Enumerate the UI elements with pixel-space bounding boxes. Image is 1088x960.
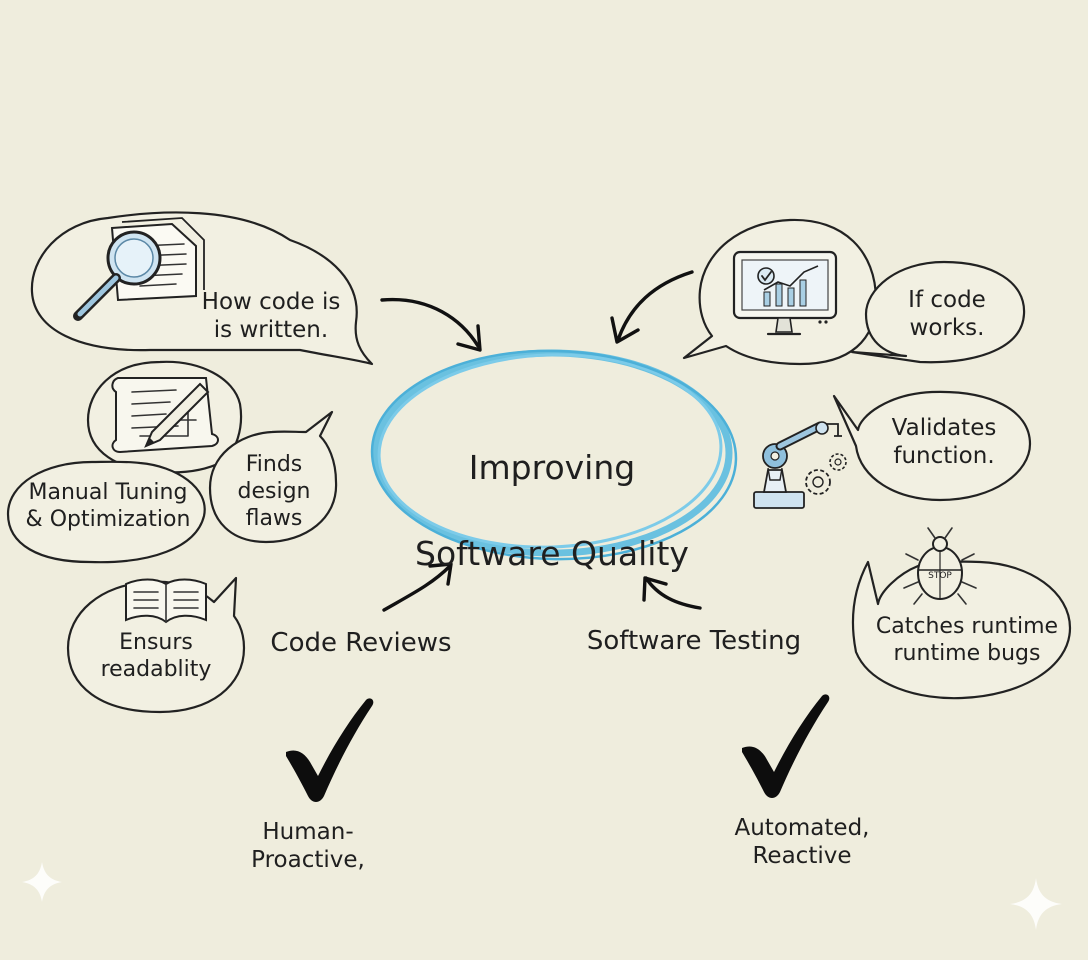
finds-flaws-text: Finds design flaws: [237, 452, 311, 531]
magnifier-document-icon: [73, 217, 205, 321]
manual-tuning-text: Manual Tuning & Optimization: [25, 480, 191, 532]
if-works-bubble: [850, 260, 1026, 364]
manual-tuning-bubble: [6, 460, 206, 564]
arrow-if-works: [610, 270, 694, 344]
software-testing-label: Software Testing: [586, 626, 802, 656]
finds-flaws-bubble: [208, 410, 338, 544]
code-reviews-label: Code Reviews: [270, 628, 452, 658]
how-written-text: How code is is written.: [201, 289, 341, 344]
checkmark-icon: [286, 698, 374, 802]
bug-icon: STOP: [903, 527, 977, 605]
center-title: Improving Software Quality: [380, 404, 724, 618]
human-proactive-text: Human- Proactive,: [251, 819, 365, 874]
if-works-text: If code works.: [908, 287, 986, 342]
sparkle-icon: [22, 862, 1062, 930]
open-book-icon: [125, 578, 207, 624]
blueprint-pencil-icon: [111, 377, 219, 454]
arrow-how-written: [380, 297, 482, 352]
automated-reactive-text: Automated, Reactive: [734, 815, 870, 870]
bug-stop-tag: STOP: [928, 571, 952, 581]
center-title-line1: Improving: [468, 447, 636, 487]
center-ellipse: [370, 349, 738, 561]
monitor-chart-icon: [732, 250, 838, 336]
arrow-code-reviews: [382, 562, 453, 612]
bugs-bubble: [851, 560, 1072, 700]
checkmark-icon: [742, 694, 830, 798]
arrow-software-testing: [642, 576, 702, 610]
validates-bubble: [832, 390, 1032, 502]
readability-text: Ensurs readablity: [100, 630, 212, 682]
validates-text: Validates function.: [891, 415, 997, 470]
robot-arm-gears-icon: [753, 421, 847, 509]
catches-bugs-text: Catches runtime runtime bugs: [875, 614, 1059, 666]
center-title-line2: Software Quality: [415, 533, 689, 573]
